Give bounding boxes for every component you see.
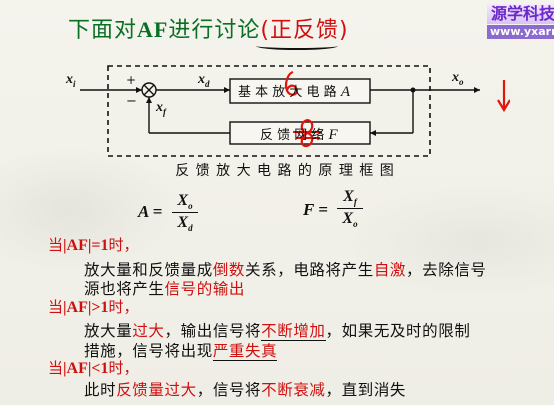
title-paren: (正反馈) [260,18,349,43]
label-minus: − [126,94,137,109]
handwritten-8 [300,118,314,148]
handwritten-down-arrow [497,80,511,113]
condition-3-heading: 当|AF|<1时， [48,359,139,377]
condition-1-heading: 当|AF|=1时， [48,236,139,254]
title-prefix: 下面对 [68,18,138,43]
logo-line1: 源学科技 [487,4,554,24]
formula-f-fraction: Xf Xo [337,188,363,229]
title-middle: 进行讨论 [168,18,261,43]
title-underline-stroke [256,42,338,50]
slide-title: 下面对AF进行讨论(正反馈) [68,12,349,44]
diagram-svg [80,65,511,157]
formula-a-fraction: Xo Xd [172,192,198,233]
logo: 源学科技 www.yxarm.n [487,4,554,39]
title-af: AF [137,17,169,42]
dashed-frame [107,65,431,157]
label-xo: xo [452,70,464,87]
amplifier-block [229,78,371,104]
label-xi: xi [66,72,76,89]
condition-1-line-2: 源也将产生信号的输出 [84,280,246,298]
amplifier-label: 基 本 放 大 电 路 A [238,84,350,100]
condition-2-line-1: 放大量过大，输出信号将不断增加，如果无及时的限制 [84,322,471,341]
label-xf: xf [156,100,166,117]
diagram-caption: 反 馈 放 大 电 路 的 原 理 框 图 [175,163,395,179]
logo-line2: www.yxarm.n [487,25,554,39]
condition-3-line-1: 此时反馈量过大，信号将不断衰减，直到消失 [84,381,407,399]
condition-1-line-1: 放大量和反馈量成倒数关系，电路将产生自激，去除信号 [84,261,487,279]
formula-a-lhs: A = [138,202,163,221]
label-xd: xd [198,72,210,89]
label-plus: + [126,73,137,87]
input-arrow [136,87,142,93]
condition-2-heading: 当|AF|>1时， [48,298,139,316]
handwritten-6 [284,70,299,96]
formula-f-lhs: F = [303,200,328,219]
block-diagram: xi + − xd xf xo 基 本 放 大 电 路 A 反 馈 网 络 F … [60,60,511,190]
condition-2-line-2: 措施，信号将出现严重失真 [84,342,278,361]
feedback-label: 反 馈 网 络 F [260,127,338,143]
